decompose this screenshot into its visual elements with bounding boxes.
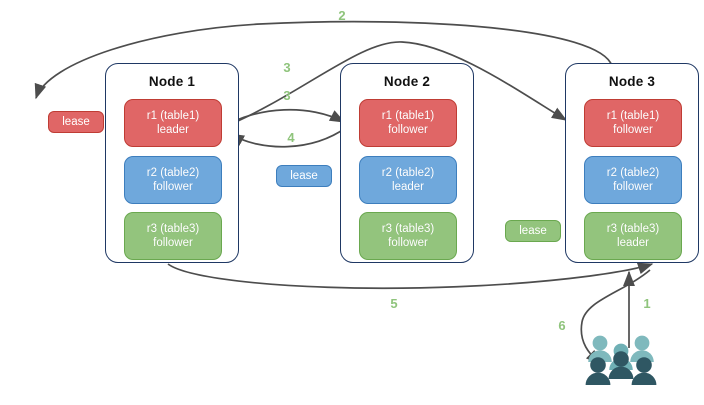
step-label-1: 1 bbox=[643, 296, 651, 311]
replica-n2-r1-name: r1 (table1) bbox=[381, 110, 435, 122]
node-2-title: Node 2 bbox=[383, 74, 431, 89]
replica-n1-r3-name: r3 (table3) bbox=[146, 223, 200, 235]
node-1-container[interactable]: Node 1 r1 (table1) leader r2 (table2) fo… bbox=[105, 63, 239, 263]
arrow-step-2 bbox=[34, 20, 613, 100]
people-group-icon bbox=[585, 335, 657, 385]
replica-n2-r3-name: r3 (table3) bbox=[381, 223, 435, 235]
replica-n3-r2-role: follower bbox=[613, 181, 653, 193]
step-label-3b: 3 bbox=[283, 88, 291, 103]
replica-n2-r3-role: follower bbox=[388, 237, 428, 249]
replica-n1-r2-name: r2 (table2) bbox=[146, 167, 200, 179]
replica-n3-r1-name: r1 (table1) bbox=[606, 110, 660, 122]
replica-n1-r1-role: leader bbox=[157, 124, 189, 136]
step-label-3a: 3 bbox=[283, 60, 291, 75]
arrow-step-6 bbox=[580, 269, 651, 365]
arrow-step-3-lower bbox=[222, 108, 346, 128]
replica-n2-r2-role: leader bbox=[392, 181, 424, 193]
replica-n1-r3-role: follower bbox=[153, 237, 193, 249]
replica-n2-r1[interactable]: r1 (table1) follower bbox=[359, 99, 457, 147]
replica-n3-r2-name: r2 (table2) bbox=[606, 167, 660, 179]
replica-n2-r1-role: follower bbox=[388, 124, 428, 136]
arrow-step-5 bbox=[167, 262, 654, 290]
replica-n3-r3[interactable]: r3 (table3) leader bbox=[584, 212, 682, 260]
replica-n1-r2-role: follower bbox=[153, 181, 193, 193]
replica-n1-r2[interactable]: r2 (table2) follower bbox=[124, 156, 222, 204]
lease-badge-r3[interactable]: lease bbox=[505, 220, 561, 242]
node-3-title: Node 3 bbox=[608, 74, 656, 89]
step-label-4: 4 bbox=[287, 130, 295, 145]
arrow-step-4 bbox=[228, 126, 348, 148]
replica-n2-r2[interactable]: r2 (table2) leader bbox=[359, 156, 457, 204]
step-label-5: 5 bbox=[390, 296, 398, 311]
replica-n3-r2[interactable]: r2 (table2) follower bbox=[584, 156, 682, 204]
replica-n3-r3-name: r3 (table3) bbox=[606, 223, 660, 235]
replica-n2-r2-name: r2 (table2) bbox=[381, 167, 435, 179]
arrow-step-3-upper bbox=[221, 41, 568, 129]
node-3-container[interactable]: Node 3 r1 (table1) follower r2 (table2) … bbox=[565, 63, 699, 263]
replica-n1-r1[interactable]: r1 (table1) leader bbox=[124, 99, 222, 147]
step-label-2: 2 bbox=[338, 8, 346, 23]
replica-n3-r1-role: follower bbox=[613, 124, 653, 136]
node-1-title: Node 1 bbox=[148, 74, 196, 89]
replica-n3-r3-role: leader bbox=[617, 237, 649, 249]
replica-n1-r1-name: r1 (table1) bbox=[146, 110, 200, 122]
node-2-container[interactable]: Node 2 r1 (table1) follower r2 (table2) … bbox=[340, 63, 474, 263]
replica-n2-r3[interactable]: r3 (table3) follower bbox=[359, 212, 457, 260]
replica-n1-r3[interactable]: r3 (table3) follower bbox=[124, 212, 222, 260]
step-label-6: 6 bbox=[558, 318, 566, 333]
lease-badge-r2[interactable]: lease bbox=[276, 165, 332, 187]
lease-badge-r1[interactable]: lease bbox=[48, 111, 104, 133]
replica-n3-r1[interactable]: r1 (table1) follower bbox=[584, 99, 682, 147]
